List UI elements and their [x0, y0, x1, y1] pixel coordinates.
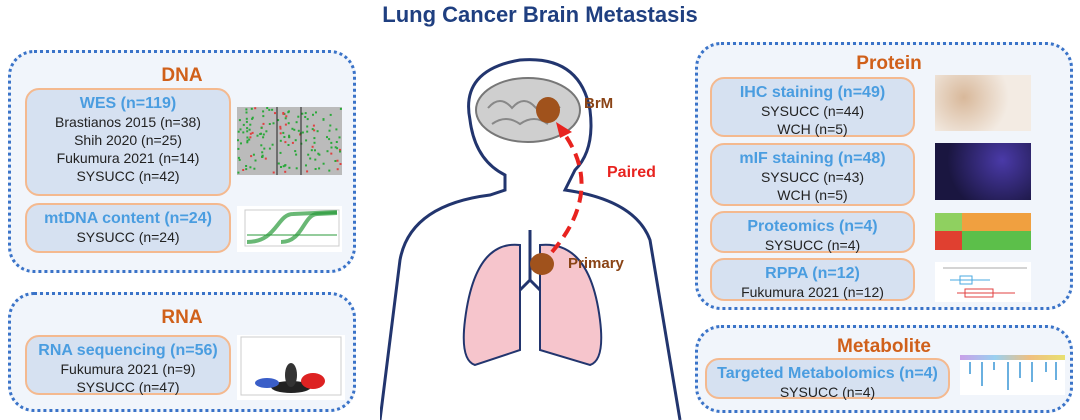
- arrow-head-icon: [556, 122, 572, 138]
- brm-label: BrM: [584, 95, 614, 112]
- wes-item: SYSUCC (n=42): [76, 168, 180, 184]
- left-lung: [462, 243, 521, 367]
- mtdna-card: mtDNA content (n=24) SYSUCC (n=24): [25, 203, 231, 253]
- rna-seq-card: RNA sequencing (n=56) Fukumura 2021 (n=9…: [25, 335, 231, 395]
- mif-item: WCH (n=5): [777, 187, 848, 203]
- volcano-plot-thumbnail: [237, 335, 345, 400]
- amplification-curve-thumbnail: [237, 206, 342, 252]
- rppa-heading: RPPA (n=12): [765, 265, 860, 282]
- dna-title: DNA: [161, 65, 203, 86]
- oncoplot-thumbnail: [237, 107, 342, 175]
- ihc-item: SYSUCC (n=44): [760, 103, 865, 119]
- mif-item: SYSUCC (n=43): [760, 169, 865, 185]
- ihc-image-thumbnail: [935, 75, 1031, 131]
- wes-heading: WES (n=119): [79, 95, 177, 112]
- mif-card: mIF staining (n=48) SYSUCC (n=43) WCH (n…: [710, 143, 915, 206]
- wes-item: Fukumura 2021 (n=14): [56, 150, 200, 166]
- wes-item: Shih 2020 (n=25): [74, 132, 182, 148]
- right-lung: [539, 243, 603, 367]
- rppa-boxplot-thumbnail: [935, 262, 1031, 302]
- rna-seq-heading: RNA sequencing (n=56): [38, 342, 218, 359]
- brain-metastasis-lesion: [536, 97, 560, 123]
- primary-label: Primary: [568, 255, 624, 272]
- paired-arrow: [550, 130, 584, 254]
- ihc-heading: IHC staining (n=49): [739, 84, 886, 101]
- targeted-metabolomics-heading: Targeted Metabolomics (n=4): [717, 365, 938, 382]
- proteomics-heatmap-thumbnail: [935, 213, 1031, 250]
- metabolite-title: Metabolite: [837, 336, 931, 357]
- proteomics-item: SYSUCC (n=4): [764, 237, 861, 253]
- targeted-metabolomics-item: SYSUCC (n=4): [779, 384, 876, 400]
- mif-image-thumbnail: [935, 143, 1031, 200]
- paired-label: Paired: [607, 164, 656, 181]
- rna-seq-item: SYSUCC (n=47): [76, 379, 180, 395]
- mtdna-item: SYSUCC (n=24): [76, 229, 180, 245]
- protein-title: Protein: [856, 53, 922, 74]
- wes-card: WES (n=119) Brastianos 2015 (n=38) Shih …: [25, 88, 231, 196]
- mtdna-heading: mtDNA content (n=24): [44, 210, 212, 227]
- ihc-item: WCH (n=5): [777, 121, 848, 137]
- ihc-card: IHC staining (n=49) SYSUCC (n=44) WCH (n…: [710, 77, 915, 137]
- metabolomics-plot-thumbnail: [960, 355, 1065, 395]
- wes-item: Brastianos 2015 (n=38): [55, 114, 201, 130]
- proteomics-card: Proteomics (n=4) SYSUCC (n=4): [710, 211, 915, 253]
- human-silhouette-illustration: [380, 58, 682, 420]
- mif-heading: mIF staining (n=48): [739, 150, 886, 167]
- rna-title: RNA: [161, 307, 203, 328]
- brain-icon: [475, 77, 581, 143]
- primary-tumor-lesion: [530, 253, 554, 275]
- page-title: Lung Cancer Brain Metastasis: [382, 2, 698, 27]
- rna-seq-item: Fukumura 2021 (n=9): [60, 361, 196, 377]
- targeted-metabolomics-card: Targeted Metabolomics (n=4) SYSUCC (n=4): [705, 358, 950, 400]
- rppa-card: RPPA (n=12) Fukumura 2021 (n=12): [710, 258, 915, 301]
- proteomics-heading: Proteomics (n=4): [747, 218, 878, 235]
- rppa-item: Fukumura 2021 (n=12): [741, 284, 884, 300]
